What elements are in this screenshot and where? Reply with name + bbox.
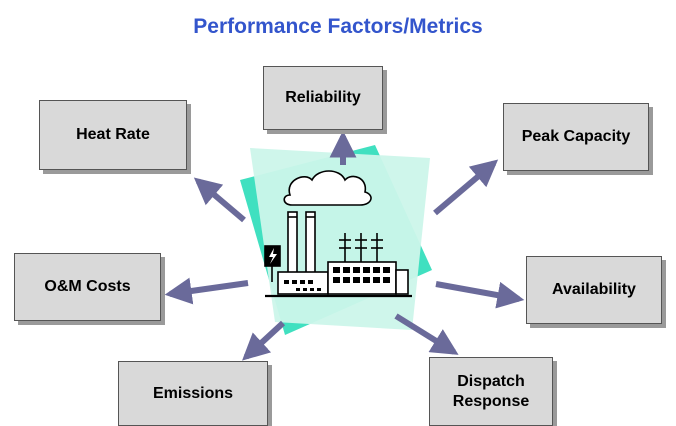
peak-capacity-box: Peak Capacity <box>503 103 649 171</box>
connector-arrows <box>164 130 525 361</box>
arrow-peak-capacity <box>433 159 499 216</box>
reliability-box: Reliability <box>263 66 383 130</box>
arrow-availability <box>435 281 525 309</box>
arrow-heat-rate <box>193 177 246 223</box>
diagram-title: Performance Factors/Metrics <box>193 15 483 38</box>
building-windows <box>284 267 390 291</box>
heat-rate-label: Heat Rate <box>76 126 150 143</box>
peak-capacity-label: Peak Capacity <box>521 128 631 145</box>
transmission-towers <box>339 233 383 262</box>
emissions-box: Emissions <box>118 361 268 426</box>
arrow-om-costs <box>164 277 249 305</box>
om-costs-box: O&M Costs <box>14 253 161 321</box>
dispatch-response-label: Dispatch Response <box>452 372 530 410</box>
arrow-emissions <box>242 320 286 361</box>
heat-rate-box: Heat Rate <box>39 100 187 170</box>
reliability-label: Reliability <box>285 89 361 106</box>
emissions-label: Emissions <box>152 384 234 402</box>
smokestack-left <box>287 211 298 275</box>
om-costs-label: O&M Costs <box>44 278 131 295</box>
availability-box: Availability <box>526 256 662 324</box>
smokestack-right <box>305 211 316 275</box>
power-plant-icon <box>264 170 412 298</box>
smoke-cloud <box>283 170 372 206</box>
arrow-dispatch-response <box>394 313 459 355</box>
availability-label: Availability <box>552 281 636 298</box>
dispatch-response-box: Dispatch Response <box>429 357 553 426</box>
